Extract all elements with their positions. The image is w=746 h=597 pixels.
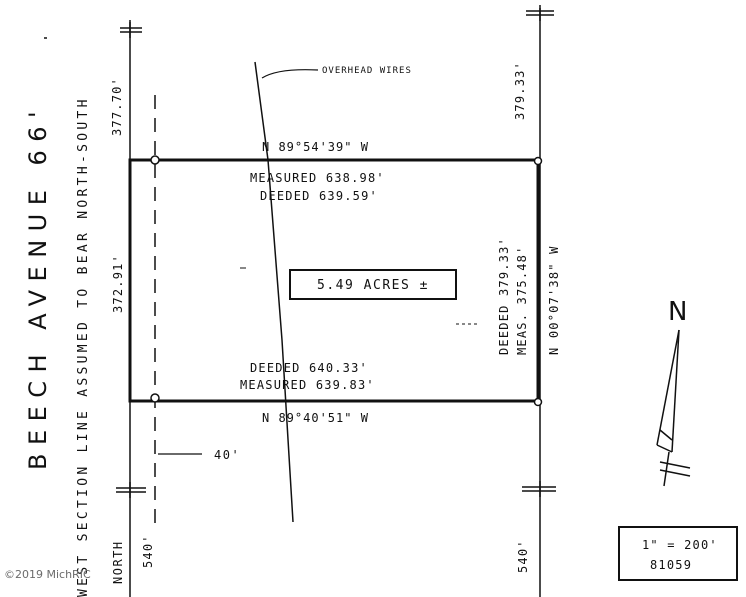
corner-marker-top-left: [120, 22, 142, 38]
south-line-deeded: DEEDED 640.33': [250, 361, 368, 375]
corner-pin-nw: [150, 155, 160, 165]
north-label: NORTH: [111, 540, 125, 584]
top-right-distance: 379.33': [513, 61, 527, 120]
acreage-label: 5.49 ACRES ±: [317, 278, 429, 293]
copyright-watermark: ©2019 MichRIC: [4, 568, 91, 581]
north-line-measured: MEASURED 638.98': [250, 171, 385, 185]
corner-pin-ne: [533, 156, 543, 166]
offset-label: 40': [214, 448, 240, 462]
south-line-measured: MEASURED 639.83': [240, 378, 375, 392]
north-line-deeded: DEEDED 639.59': [260, 189, 378, 203]
corner-marker-bottom-left: [116, 482, 146, 498]
street-label: BEECH AVENUE 66': [24, 103, 52, 470]
bottom-right-distance: 540': [516, 539, 530, 573]
bottom-left-distance: 540': [141, 534, 155, 568]
west-line-distance: 372.91': [111, 254, 125, 313]
north-arrow-icon: [656, 329, 691, 487]
corner-marker-bottom-right: [522, 481, 556, 497]
corner-pin-se: [533, 397, 543, 407]
east-line-deeded: DEEDED 379.33': [497, 237, 511, 355]
east-line-measured: MEAS. 375.48': [515, 245, 529, 355]
parcel-boundary: [128, 158, 540, 403]
overhead-wires-label: OVERHEAD WIRES: [322, 66, 412, 76]
section-line-note: WEST SECTION LINE ASSUMED TO BEAR NORTH-…: [76, 96, 91, 597]
east-line-bearing: N 00°07'38" W: [547, 245, 561, 355]
acreage-box: [289, 269, 457, 300]
corner-pin-sw: [150, 393, 160, 403]
corner-marker-top-right: [526, 5, 554, 21]
scale-box: [618, 526, 738, 581]
overhead-wire-line: [254, 61, 294, 523]
north-arrow-letter: N: [668, 297, 687, 327]
top-left-distance: 377.70': [110, 77, 124, 136]
south-line-bearing: N 89°40'51" W: [262, 411, 369, 425]
north-line-bearing: N 89°54'39" W: [262, 140, 369, 154]
scale-label: 1" = 200': [642, 538, 718, 552]
overhead-wire-leader: [261, 69, 319, 79]
drawing-number: 81059: [650, 558, 692, 572]
